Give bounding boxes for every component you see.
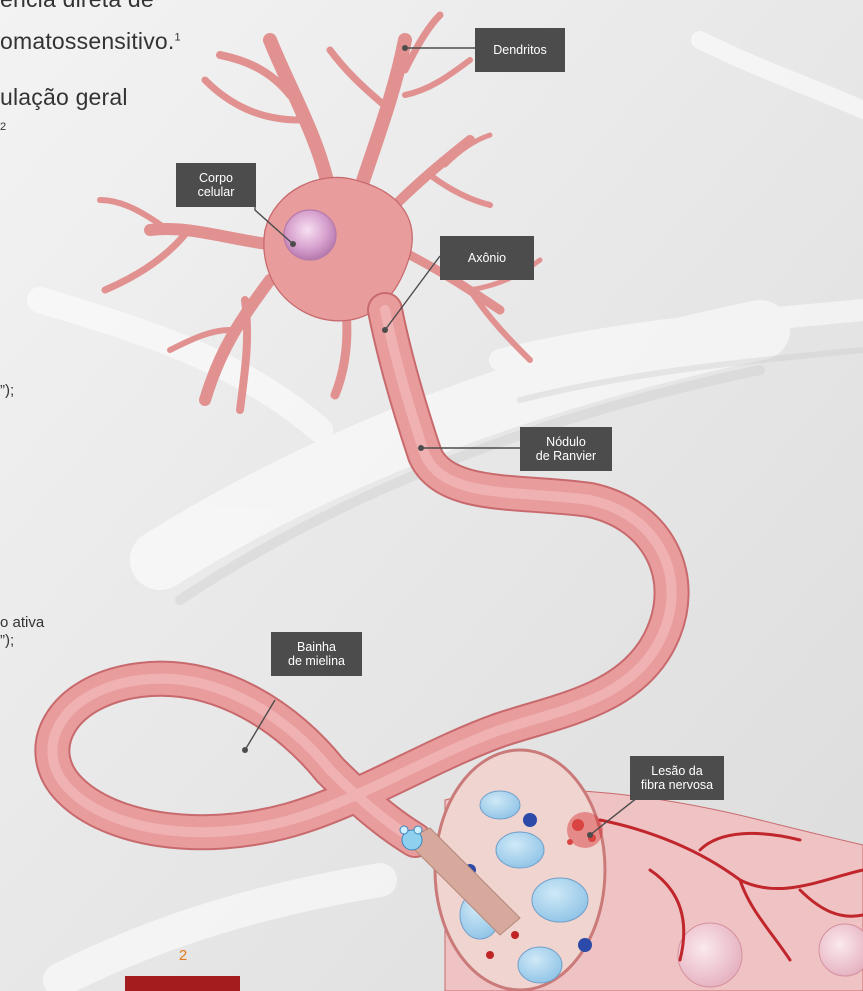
footnote-ref-1: 1 (175, 31, 181, 43)
nucleus (284, 210, 336, 260)
body-text-fragment-c: ”); (0, 632, 14, 649)
body-text-line-2-text: omatossensitivo. (0, 28, 175, 54)
footnote-ref-2: 2 (0, 121, 6, 133)
body-text-line-1: ência direta de (0, 0, 154, 13)
label-nodulo-ranvier: Nódulo de Ranvier (520, 427, 612, 471)
lesion-spot (567, 812, 603, 848)
body-text-line-3: ulação geral (0, 84, 128, 111)
label-corpo-celular: Corpo celular (176, 163, 256, 207)
label-axonio: Axônio (440, 236, 534, 280)
footer-bar (125, 976, 240, 991)
label-dendritos: Dendritos (475, 28, 565, 72)
body-text-fragment-a: ”); (0, 382, 14, 399)
label-lesao-fibra: Lesão da fibra nervosa (630, 756, 724, 800)
body-text-line-2: omatossensitivo.1 (0, 28, 181, 55)
body-text-fragment-b: o ativa (0, 614, 44, 631)
label-bainha-mielina: Bainha de mielina (271, 632, 362, 676)
page-number: 2 (174, 947, 192, 964)
